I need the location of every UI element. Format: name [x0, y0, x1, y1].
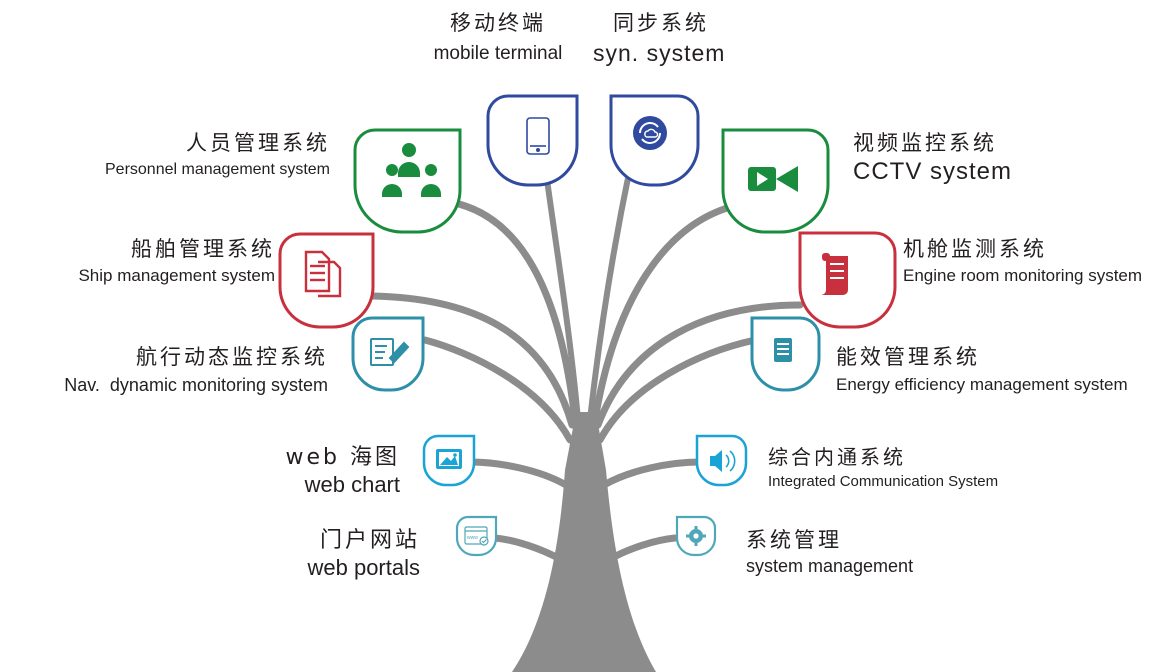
label-ship: 船舶管理系统 Ship management system — [20, 237, 275, 285]
label-personnel-en: Personnel management system — [105, 161, 330, 178]
badge-web-portals[interactable]: www — [455, 515, 498, 557]
mobile-phone-icon — [526, 117, 550, 155]
badge-ship[interactable] — [278, 232, 375, 329]
sync-cloud-icon — [633, 116, 667, 150]
branch-personnel — [446, 198, 579, 424]
label-syn-system-cn: 同步系统 — [613, 11, 709, 35]
branch-intercom — [600, 458, 704, 489]
label-system-management: 系统管理 system management — [746, 528, 976, 576]
web-browser-icon: www — [464, 526, 489, 546]
people-group-icon — [382, 143, 441, 197]
label-energy-en: Energy efficiency management system — [836, 375, 1128, 394]
label-personnel-cn: 人员管理系统 — [186, 131, 330, 155]
branch-ship — [368, 292, 576, 429]
label-mobile-terminal: 移动终端 mobile terminal — [420, 11, 576, 64]
branch-mobile — [542, 162, 581, 423]
video-camera-icon — [748, 166, 798, 192]
badge-cctv[interactable] — [721, 128, 830, 234]
label-syn-system: 同步系统 syn. system — [593, 13, 753, 65]
label-ship-cn: 船舶管理系统 — [131, 237, 275, 261]
label-personnel: 人员管理系统 Personnel management system — [60, 133, 330, 178]
label-syn-system-en: syn. system — [593, 40, 726, 66]
label-engine-cn: 机舱监测系统 — [903, 237, 1047, 261]
label-web-chart-cn: web 海图 — [285, 445, 400, 470]
scroll-icon — [821, 253, 848, 295]
picture-icon — [436, 449, 462, 469]
label-mobile-terminal-cn: 移动终端 — [450, 11, 546, 35]
label-nav-en: Nav. dynamic monitoring system — [64, 375, 328, 395]
label-nav-cn: 航行动态监控系统 — [136, 345, 328, 369]
label-intercom: 综合内通系统 Integrated Communication System — [768, 447, 1028, 489]
edit-document-icon — [370, 338, 410, 366]
label-intercom-en: Integrated Communication System — [768, 473, 999, 490]
label-system-management-cn: 系统管理 — [746, 528, 842, 552]
badge-web-chart[interactable] — [422, 434, 476, 487]
label-energy-cn: 能效管理系统 — [836, 345, 980, 369]
label-nav: 航行动态监控系统 Nav. dynamic monitoring system — [8, 345, 328, 395]
label-mobile-terminal-en: mobile terminal — [433, 43, 563, 64]
tree-trunk — [512, 412, 656, 672]
badge-nav[interactable] — [351, 316, 425, 392]
label-intercom-cn: 综合内通系统 — [768, 445, 906, 469]
label-web-portals-cn: 门户网站 — [319, 528, 420, 553]
branch-syn — [587, 165, 633, 423]
report-document-icon — [774, 338, 792, 362]
badge-energy[interactable] — [750, 316, 821, 392]
badge-system-management[interactable] — [675, 515, 717, 557]
label-cctv: 视频监控系统 CCTV system — [853, 133, 1053, 184]
badge-syn-system[interactable] — [609, 94, 700, 187]
label-web-chart-en: web chart — [304, 472, 400, 497]
branch-sysmgmt — [604, 534, 679, 564]
badge-personnel[interactable] — [353, 128, 462, 234]
label-system-management-en: system management — [746, 556, 914, 576]
documents-icon — [304, 250, 342, 298]
label-web-chart: web 海图 web chart — [250, 445, 401, 497]
branch-energy — [596, 336, 759, 444]
label-engine-en: Engine room monitoring system — [903, 266, 1143, 285]
speaker-icon — [710, 450, 736, 472]
badge-intercom[interactable] — [695, 434, 748, 487]
label-energy: 能效管理系统 Energy efficiency management syst… — [836, 345, 1166, 394]
branch-engine — [594, 301, 804, 429]
label-engine: 机舱监测系统 Engine room monitoring system — [903, 237, 1168, 285]
label-cctv-cn: 视频监控系统 — [853, 131, 997, 155]
label-cctv-en: CCTV system — [853, 158, 1013, 185]
svg-text:www: www — [467, 535, 478, 541]
label-ship-en: Ship management system — [78, 266, 275, 285]
branch-nav — [421, 336, 574, 444]
branch-cctv — [591, 201, 742, 424]
badge-mobile-terminal[interactable] — [486, 94, 579, 187]
branch-portals — [491, 534, 566, 564]
badge-engine[interactable] — [798, 231, 897, 329]
label-web-portals-en: web portals — [307, 555, 420, 580]
branch-webchart — [466, 458, 570, 489]
gear-icon — [686, 526, 706, 546]
label-web-portals: 门户网站 web portals — [250, 530, 420, 579]
